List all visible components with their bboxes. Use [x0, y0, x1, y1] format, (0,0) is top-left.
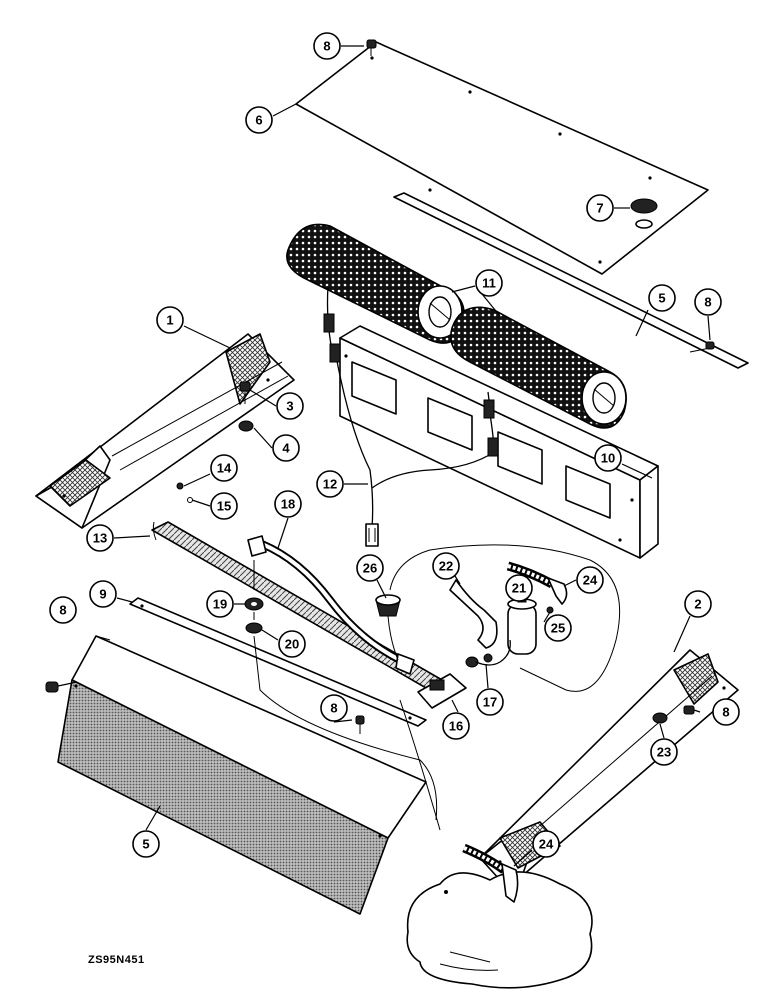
svg-text:8: 8: [323, 39, 330, 54]
callout-23: 23: [650, 738, 678, 766]
right-bracket-nut: [652, 712, 668, 724]
svg-text:7: 7: [596, 201, 603, 216]
bracket-bolt: [239, 381, 251, 404]
callout-6: 6: [245, 106, 273, 134]
callout-1: 1: [156, 306, 184, 334]
right-side-bracket: [479, 649, 739, 881]
callout-16: 16: [442, 712, 470, 740]
hose-assembly-lower: [462, 843, 519, 903]
bracket-nut: [238, 420, 254, 432]
svg-text:5: 5: [658, 291, 665, 306]
callout-8-strip: 8: [694, 288, 722, 316]
svg-text:25: 25: [551, 621, 565, 636]
callout-24-lower: 24: [532, 830, 560, 858]
strip-screw: [705, 341, 715, 350]
svg-text:2: 2: [694, 597, 701, 612]
callout-4: 4: [272, 434, 300, 462]
routing-lines: [253, 544, 621, 831]
svg-text:1: 1: [166, 313, 173, 328]
svg-text:19: 19: [213, 597, 227, 612]
callout-8-right: 8: [712, 698, 740, 726]
callout-14: 14: [210, 454, 238, 482]
callout-5-lower: 5: [132, 830, 160, 858]
callout-24-upper: 24: [576, 566, 604, 594]
svg-text:15: 15: [217, 499, 231, 514]
top-screw: [366, 39, 377, 56]
left-side-bracket: [35, 333, 295, 529]
callout-20: 20: [278, 630, 306, 658]
callout-18: 18: [274, 490, 302, 518]
svg-text:18: 18: [281, 497, 295, 512]
plug-grommet: [630, 198, 658, 229]
front-seal-strip: [129, 597, 427, 727]
svg-text:8: 8: [59, 603, 66, 618]
svg-text:10: 10: [601, 451, 615, 466]
svg-text:6: 6: [255, 113, 262, 128]
callout-21: 21: [505, 574, 533, 602]
svg-text:16: 16: [449, 719, 463, 734]
callout-9: 9: [89, 580, 117, 608]
svg-text:8: 8: [722, 705, 729, 720]
callout-12: 12: [316, 470, 344, 498]
drier-bracket: [449, 579, 498, 649]
leader-lines: [57, 45, 711, 867]
floor-panel-detail: [406, 871, 593, 989]
callout-22: 22: [432, 552, 460, 580]
blower-left: [286, 223, 465, 344]
callout-7: 7: [586, 194, 614, 222]
callout-26: 26: [356, 554, 384, 582]
svg-text:9: 9: [99, 587, 106, 602]
svg-text:8: 8: [704, 295, 711, 310]
callout-25: 25: [544, 614, 572, 642]
pressure-switch: [417, 673, 467, 709]
svg-text:22: 22: [439, 559, 453, 574]
grille-screw: [45, 681, 59, 693]
svg-text:20: 20: [285, 637, 299, 652]
callout-8-left: 8: [49, 596, 77, 624]
callout-17: 17: [476, 688, 504, 716]
callout-3: 3: [276, 392, 304, 420]
grommet-upper: [244, 597, 264, 611]
fittings: [465, 639, 511, 668]
callout-10: 10: [594, 444, 622, 472]
callout-8-seal: 8: [320, 694, 348, 722]
callout-2: 2: [684, 590, 712, 618]
svg-text:12: 12: [323, 477, 337, 492]
svg-text:5: 5: [142, 837, 149, 852]
grommet-lower: [245, 622, 263, 634]
hose-grommet: [375, 594, 401, 617]
callout-5-upper: 5: [648, 284, 676, 312]
seal-screw: [355, 715, 365, 734]
callout-11: 11: [475, 269, 503, 297]
svg-text:11: 11: [482, 276, 496, 291]
svg-text:21: 21: [512, 581, 526, 596]
right-bracket-screw: [683, 705, 695, 715]
hose-assembly-upper: [506, 561, 568, 614]
top-cover-plate: [295, 41, 709, 275]
hose: [247, 535, 415, 675]
svg-text:8: 8: [330, 701, 337, 716]
svg-text:14: 14: [217, 461, 232, 476]
callout-19: 19: [206, 590, 234, 618]
callout-15: 15: [210, 492, 238, 520]
svg-text:26: 26: [363, 561, 377, 576]
wiring-harness: [323, 285, 499, 547]
svg-text:4: 4: [282, 441, 290, 456]
svg-text:23: 23: [657, 745, 671, 760]
svg-text:24: 24: [583, 573, 598, 588]
blower-right: [450, 306, 627, 429]
callout-8-top: 8: [313, 32, 341, 60]
front-grille-panel: [57, 635, 427, 915]
callout-13: 13: [86, 524, 114, 552]
svg-text:24: 24: [539, 837, 554, 852]
svg-text:17: 17: [483, 695, 497, 710]
svg-text:3: 3: [286, 399, 293, 414]
svg-text:13: 13: [93, 531, 107, 546]
figure-code: ZS95N451: [88, 954, 145, 966]
